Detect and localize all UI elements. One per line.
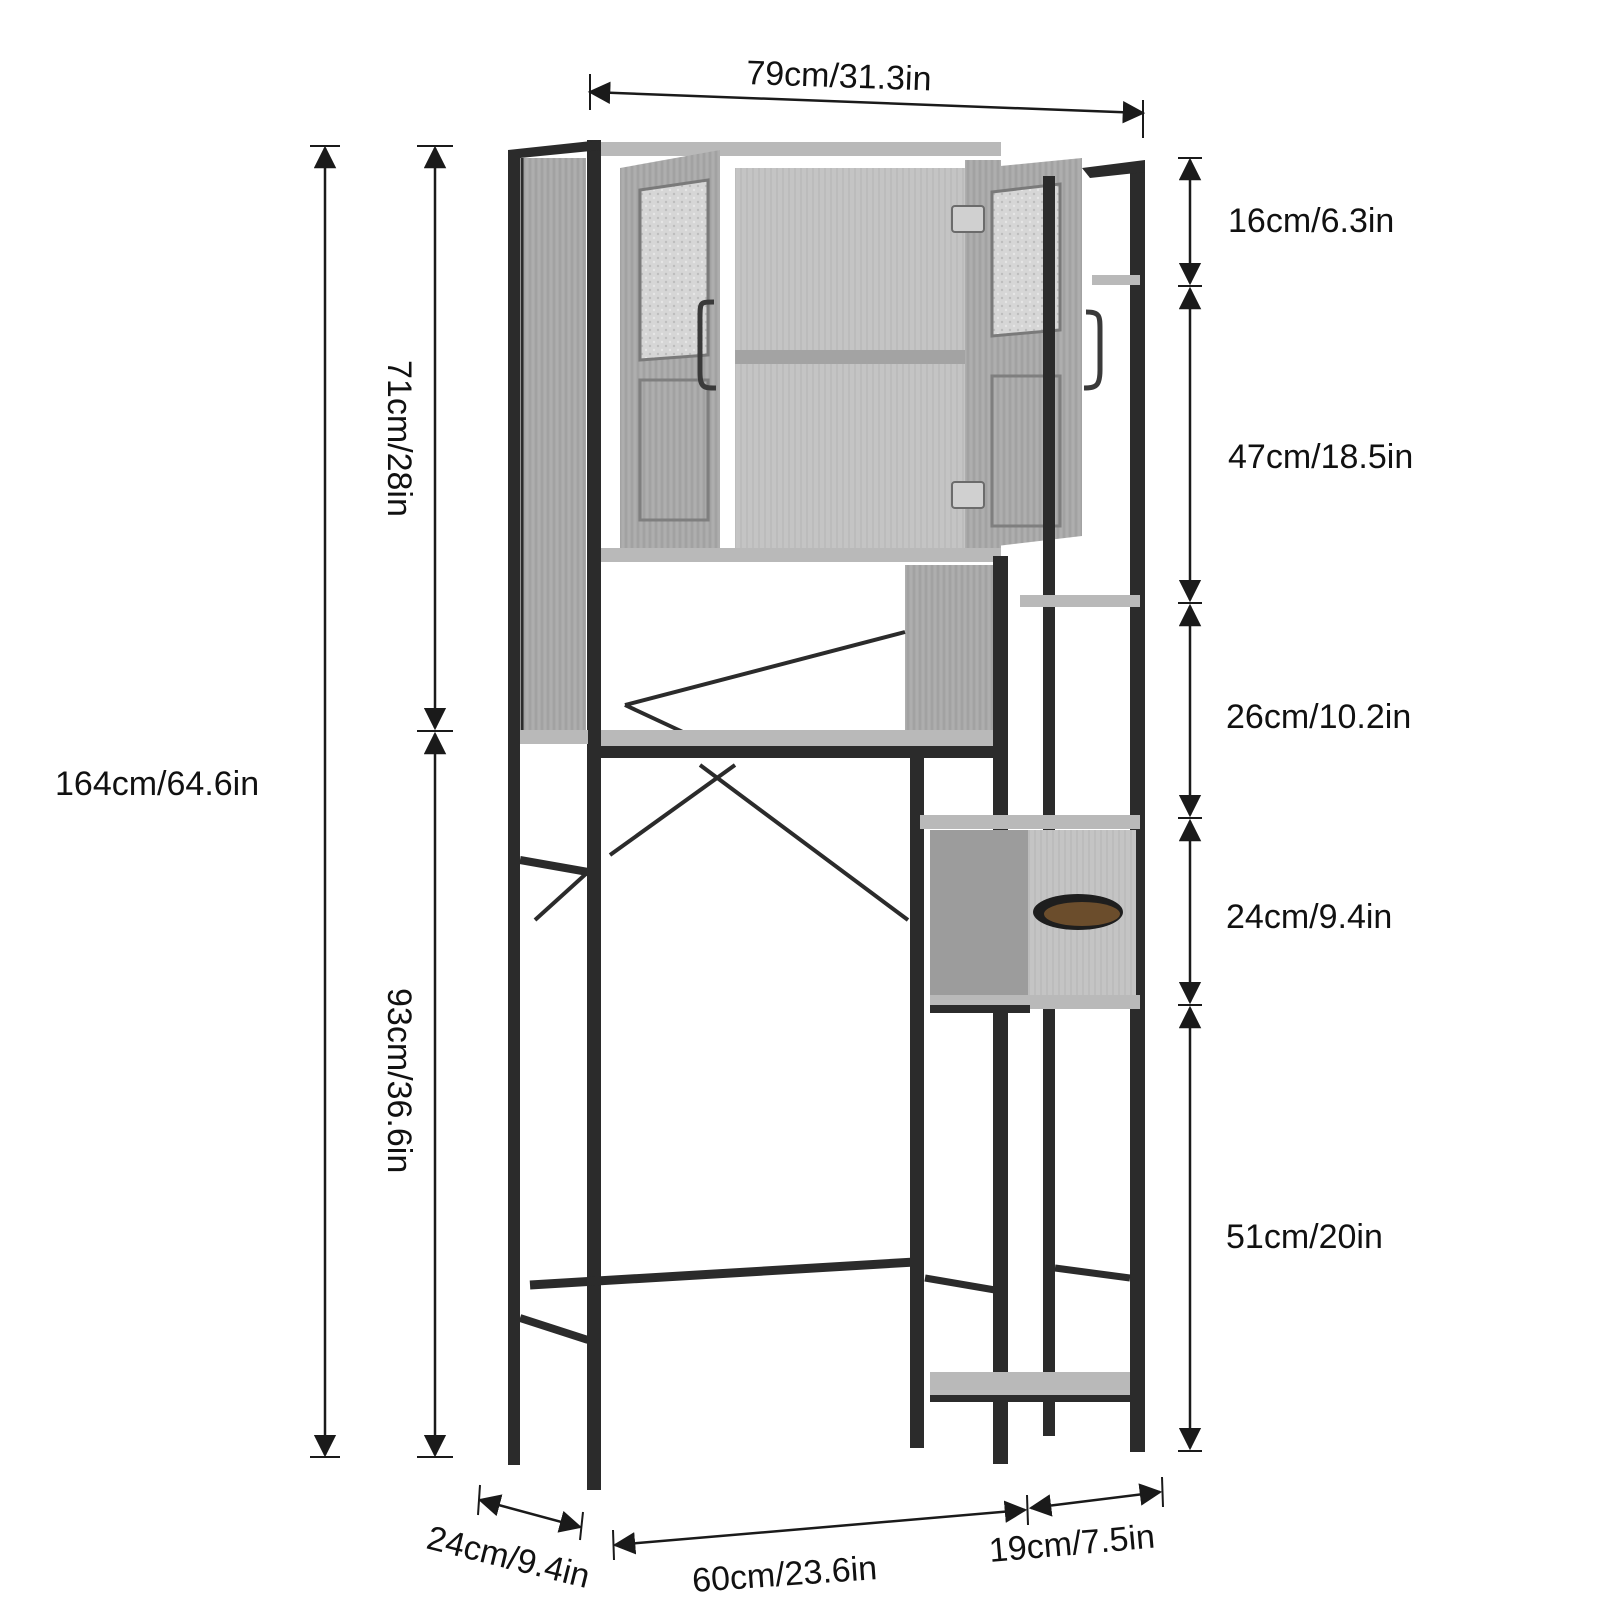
left-side-panel [522, 158, 586, 738]
tower-bottom-shelf [930, 1372, 1130, 1398]
dim-label-inner-width: 60cm/23.6in [691, 1549, 878, 1600]
right-door-handle[interactable] [1083, 309, 1103, 391]
tower-front-post [1130, 162, 1145, 1452]
dimension-lines [310, 74, 1202, 1561]
lower-hinge [951, 481, 985, 509]
x-brace-upper-a [624, 630, 906, 707]
cabinet-top-board [601, 142, 1001, 156]
dim-label-depth: 24cm/9.4in [423, 1519, 594, 1596]
dim-label-total-height: 164cm/64.6in [55, 765, 259, 803]
open-shelf-right-panel [905, 565, 997, 730]
dim-label-lower-height: 93cm/36.6in [380, 988, 418, 1173]
cabinet-inner-shelf [735, 350, 970, 364]
tower-shelf-2 [1020, 595, 1140, 607]
dim-label-side-width: 19cm/7.5in [987, 1518, 1156, 1570]
middle-shelf-frame [601, 746, 1001, 758]
x-brace-lower-a [608, 763, 737, 857]
dim-label-cabinet-height: 71cm/28in [380, 360, 418, 517]
left-door-handle[interactable] [697, 299, 717, 391]
dim-label-right-seg-2: 47cm/18.5in [1228, 438, 1413, 476]
left-top-frame [508, 140, 601, 158]
tower-shelf-3 [920, 815, 1140, 829]
dim-label-right-seg-4: 24cm/9.4in [1226, 898, 1392, 936]
left-front-post [587, 140, 601, 1490]
tower-shelf-frame-4 [930, 1005, 1030, 1013]
cabinet-left-door[interactable] [620, 150, 720, 548]
tower-back-post [1043, 176, 1055, 1436]
x-brace-lower-b [698, 763, 910, 922]
left-back-post [508, 150, 520, 1465]
tissue-box-compartment[interactable] [930, 830, 1136, 1000]
dim-label-right-seg-1: 16cm/6.3in [1228, 202, 1394, 240]
tower-top-frame [1082, 160, 1145, 178]
dim-label-right-seg-5: 51cm/20in [1226, 1218, 1383, 1256]
dim-label-top-width: 79cm/31.3in [746, 54, 932, 98]
left-shelf-board [520, 730, 588, 744]
cabinet-right-door[interactable] [980, 158, 1103, 548]
dim-label-right-seg-3: 26cm/10.2in [1226, 698, 1411, 736]
toilet-storage-cabinet-illustration [508, 140, 1145, 1490]
middle-shelf-board [601, 730, 1001, 746]
center-left-leg [910, 758, 924, 1448]
cabinet-bottom-board [601, 548, 1001, 562]
bottom-front-rail [529, 1257, 916, 1290]
tower-shelf-1 [1092, 275, 1140, 285]
upper-hinge [951, 205, 985, 233]
